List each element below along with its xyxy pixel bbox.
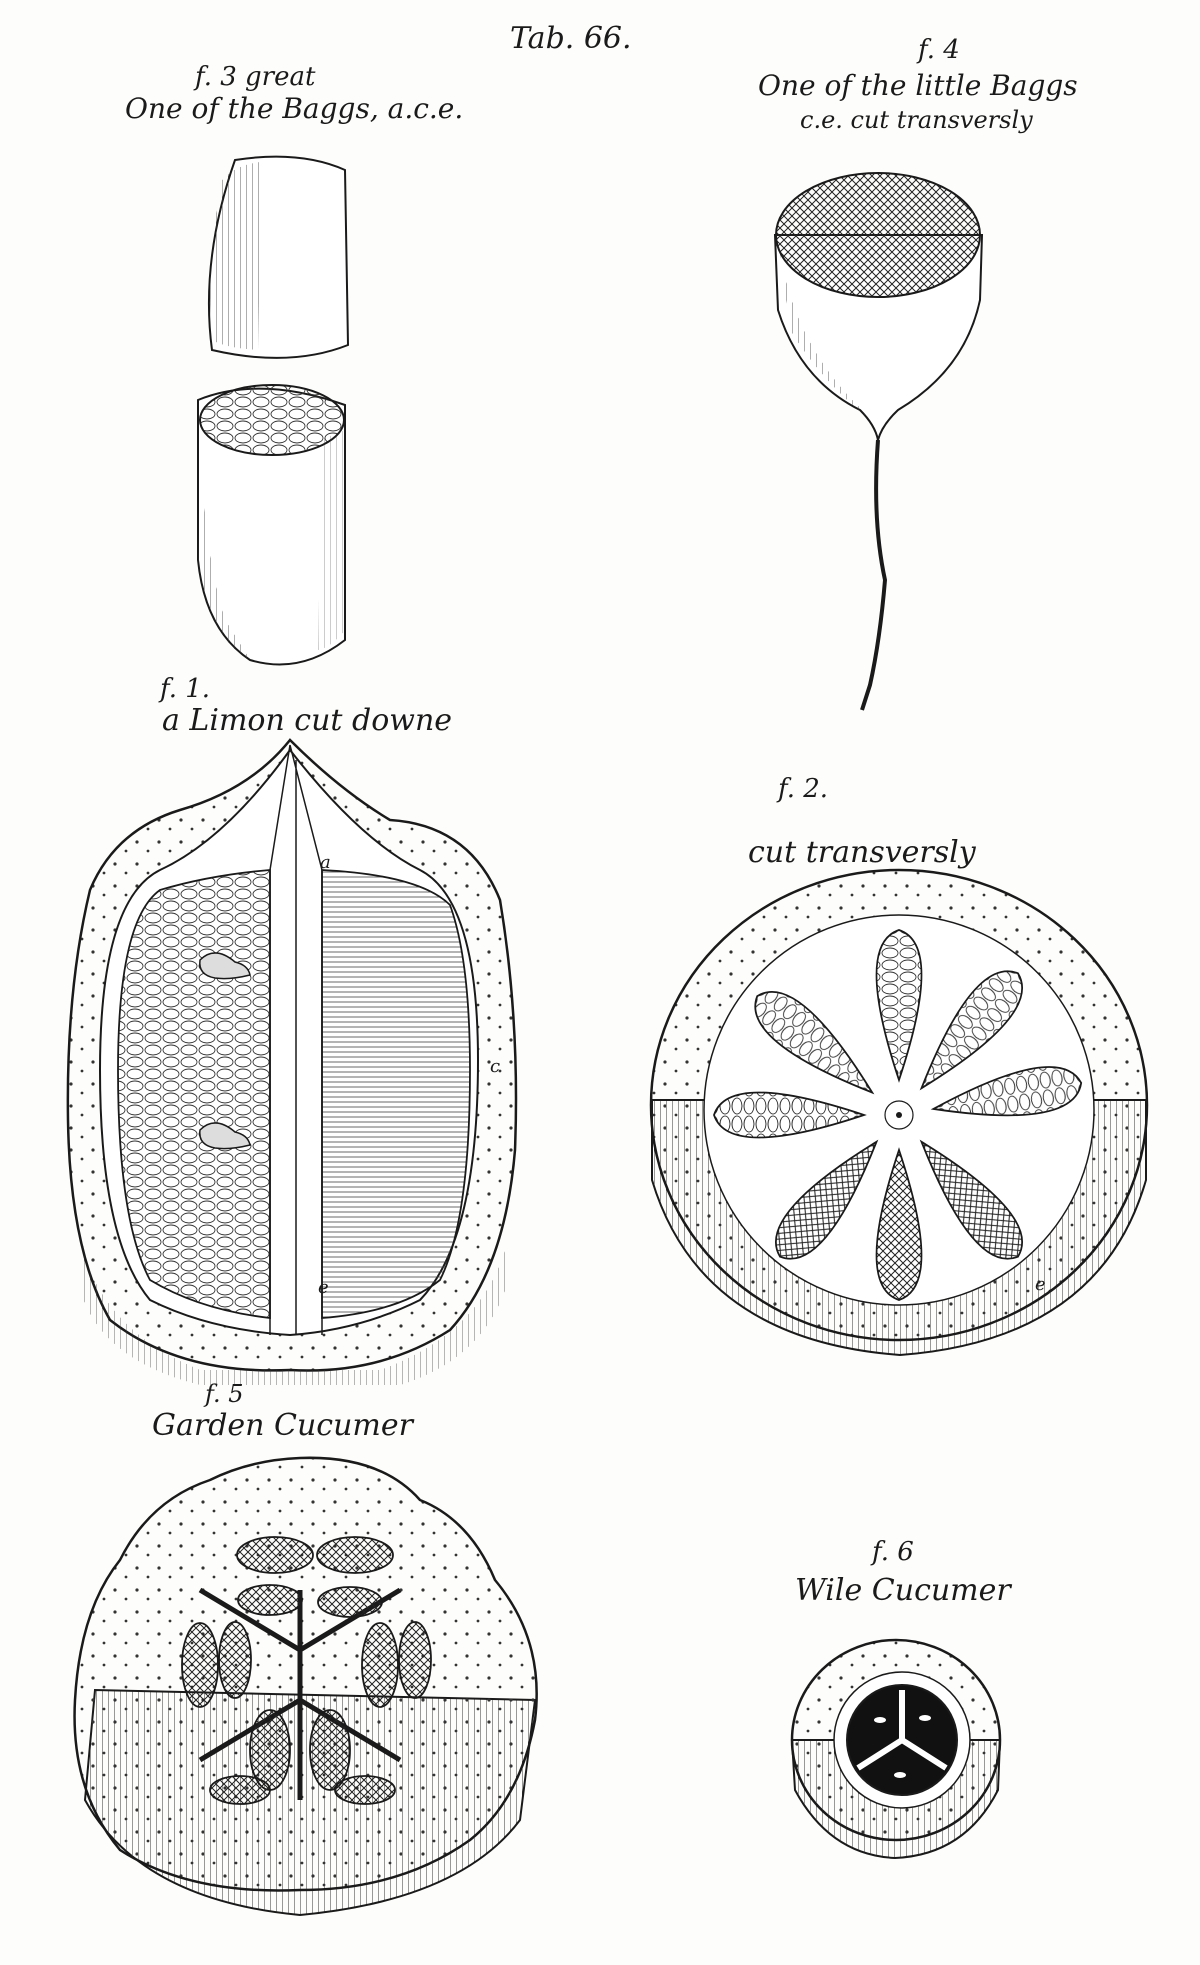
limon-pulp-right [321,869,471,1319]
figure-6-number: f. 6 [870,1537,914,1567]
figure-5-caption: Garden Cucumer [152,1408,415,1443]
figure-3: f. 3 great One of the Baggs, a.c.e. [125,62,463,666]
figure-2-label-e: e [1035,1274,1046,1295]
figure-6: f. 6 Wile Cucumer [790,1537,1012,1860]
figure-6-caption: Wile Cucumer [795,1573,1012,1608]
little-bag-stalk [860,439,888,711]
figure-5-number: f. 5 [203,1380,244,1408]
figure-3-caption: One of the Baggs, a.c.e. [125,92,463,125]
orange-segments [713,929,1083,1301]
little-bag-cut-surface [775,172,981,298]
figure-4-caption-line2: c.e. cut transversly [800,106,1033,134]
garden-cucumber-seeds [181,1536,432,1805]
figure-1-label-c: c [490,1056,500,1077]
garden-cucumber-cut-surface [73,1456,538,1892]
limon-seed-upper [199,952,251,980]
limon-seed-lower [199,1122,251,1150]
figure-2-caption: cut transversly [748,835,977,870]
figure-3-number: f. 3 great [193,62,316,92]
figure-1-label-a: a [320,852,331,873]
limon-pulp-left [117,869,271,1320]
figure-2-number: f. 2. [776,774,828,804]
figure-4: f. 4 One of the little Baggs c.e. cut tr… [758,35,1078,711]
figure-1-number: f. 1. [158,674,210,704]
plate-title: Tab. 66. [510,21,632,56]
figure-4-number: f. 4 [916,35,960,65]
figure-1: f. 1. a Limon cut downe a c e [66,674,518,1385]
figure-2: f. 2. cut transversly e [649,774,1149,1357]
figure-1-caption: a Limon cut downe [162,703,452,738]
bag-cut-surface [199,384,345,456]
figure-1-label-e: e [318,1277,329,1298]
figure-5: f. 5 Garden Cucumer [73,1380,538,1917]
limon-central-axis [269,744,323,1335]
figure-4-caption-line1: One of the little Baggs [758,69,1078,102]
